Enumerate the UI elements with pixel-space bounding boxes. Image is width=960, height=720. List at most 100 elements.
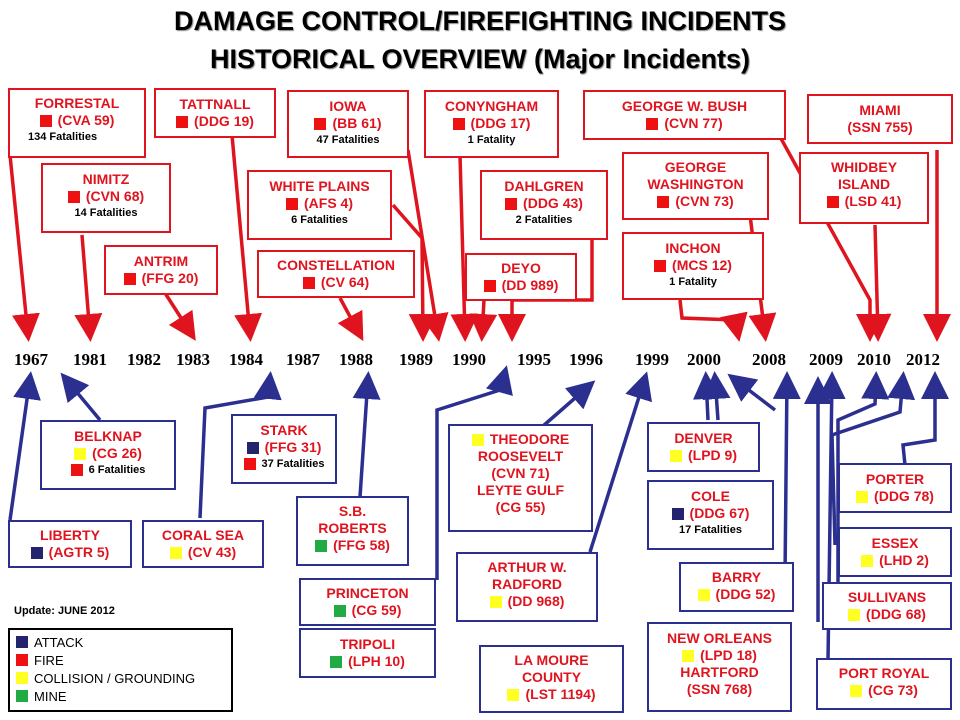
incident-code: (LST 1194) [525, 686, 596, 702]
mine-marker [333, 605, 346, 618]
fire-marker [314, 118, 327, 131]
incident-line: (CVN 71) [491, 465, 550, 481]
incident-code: (CV 43) [187, 544, 237, 560]
incident-la-moure-county: LA MOURE COUNTY (LST 1194) [479, 645, 624, 713]
incident-miami: MIAMI (SSN 755) [807, 94, 953, 144]
fire-marker [286, 198, 298, 211]
incident-code: (DDG 17) [470, 115, 531, 131]
fire-marker [657, 196, 670, 209]
fire-marker [646, 118, 659, 131]
incident-arthur-w-radford: ARTHUR W. RADFORD (DD 968) [456, 552, 598, 622]
incident-code: (LPD 9) [688, 447, 737, 463]
collision-swatch [16, 672, 28, 684]
incident-line: THEODORE [489, 431, 570, 447]
attack-marker [30, 547, 43, 560]
year-label: 1967 [14, 350, 48, 369]
incident-code: (AFS 4) [304, 195, 353, 211]
year-label: 1990 [452, 350, 486, 369]
incident-code: (DDG 43) [523, 195, 583, 211]
incident-line: (SSN 768) [686, 681, 753, 697]
collision-marker [670, 450, 682, 463]
incident-theodore-roosevelt-leyte-gulf: THEODORE ROOSEVELT (CVN 71) LEYTE GULF (… [448, 424, 593, 532]
incident-name: INCHON [665, 240, 721, 256]
attack-marker [246, 442, 259, 455]
fatality-count: 47 Fatalities [316, 134, 380, 146]
legend-label: COLLISION / GROUNDING [34, 670, 196, 686]
year-label: 2000 [687, 350, 721, 369]
year-label: 1995 [517, 350, 551, 369]
incident-name: GEORGE W. BUSH [621, 98, 748, 114]
fire-marker [176, 116, 189, 129]
fire-swatch [16, 654, 28, 666]
incident-code: (CVN 68) [85, 188, 145, 204]
incident-code: (FFG 20) [141, 270, 199, 286]
incident-code: (SSN 755) [847, 119, 913, 135]
incident-code: (CVN 77) [664, 115, 723, 131]
incident-code: (DDG 67) [689, 505, 750, 521]
title-line-1: DAMAGE CONTROL/FIREFIGHTING INCIDENTS [174, 6, 786, 36]
incident-george-washington: GEORGE WASHINGTON (CVN 73) [622, 152, 769, 220]
fatality-count: 1 Fatality [467, 134, 516, 146]
incident-iowa: IOWA (BB 61) 47 Fatalities [287, 90, 409, 158]
incident-name: FORRESTAL [34, 95, 120, 111]
incident-name: BARRY [711, 569, 762, 585]
mine-marker [330, 656, 343, 669]
legend-item-fire: FIRE [16, 651, 225, 669]
incident-code: (MCS 12) [672, 257, 732, 273]
incident-tattnall: TATTNALL (DDG 19) [154, 88, 276, 138]
incident-nimitz: NIMITZ (CVN 68) 14 Fatalities [41, 163, 171, 233]
legend-label: ATTACK [34, 634, 84, 650]
incident-conyngham: CONYNGHAM (DDG 17) 1 Fatality [424, 90, 559, 158]
incident-belknap: BELKNAP (CG 26) 6 Fatalities [40, 420, 176, 490]
fire-marker [67, 191, 80, 204]
incident-code: (CVA 59) [57, 112, 115, 128]
incident-princeton: PRINCETON (CG 59) [299, 578, 436, 626]
collision-marker [848, 609, 861, 622]
incident-name: TATTNALL [179, 96, 251, 112]
incident-name: DEYO [501, 260, 541, 276]
incident-name: ESSEX [871, 535, 919, 551]
incident-code: (DDG 52) [715, 586, 776, 602]
incident-name: BELKNAP [74, 428, 142, 444]
incident-essex: ESSEX (LHD 2) [838, 527, 952, 577]
incident-line: (LPD 18) [700, 647, 757, 663]
incident-code: (LPH 10) [348, 653, 405, 669]
incident-code: (BB 61) [332, 115, 382, 131]
legend: ATTACK FIRE COLLISION / GROUNDING MINE [8, 628, 233, 712]
fatality-count: 6 Fatalities [291, 214, 348, 226]
update-note: Update: JUNE 2012 [14, 605, 115, 617]
legend-item-collision: COLLISION / GROUNDING [16, 669, 225, 687]
collision-marker [697, 589, 710, 602]
fire-marker [70, 464, 83, 477]
incident-name-1: ARTHUR W. [487, 559, 567, 575]
incident-dahlgren: DAHLGREN (DDG 43) 2 Fatalities [480, 170, 608, 240]
fatality-count: 17 Fatalities [679, 524, 742, 536]
year-label: 1984 [229, 350, 263, 369]
incident-name: LIBERTY [40, 527, 100, 543]
incident-cole: COLE (DDG 67) 17 Fatalities [647, 480, 774, 550]
incident-barry: BARRY (DDG 52) [679, 562, 794, 612]
fatality-count: 6 Fatalities [88, 464, 146, 476]
incident-name: DAHLGREN [504, 178, 584, 194]
incident-name-1: S.B. [338, 503, 367, 519]
incident-code: (DDG 68) [866, 606, 926, 622]
fire-marker [826, 196, 839, 209]
fire-marker [243, 458, 256, 471]
legend-item-mine: MINE [16, 687, 225, 705]
fatality-count: 2 Fatalities [515, 214, 573, 226]
legend-item-attack: ATTACK [16, 633, 225, 651]
collision-marker [169, 547, 182, 560]
incident-code: (LHD 2) [879, 552, 929, 568]
incident-name: PRINCETON [326, 585, 409, 601]
collision-marker [850, 685, 863, 698]
incident-port-royal: PORT ROYAL (CG 73) [816, 658, 952, 710]
incident-code: (FFG 31) [264, 439, 322, 455]
incident-code: (CG 73) [868, 682, 918, 698]
incident-name: MIAMI [859, 102, 901, 118]
incident-liberty: LIBERTY (AGTR 5) [8, 520, 132, 568]
collision-marker [856, 491, 869, 504]
collision-marker [489, 596, 502, 609]
incident-code: (DD 968) [507, 593, 565, 609]
incident-name: NIMITZ [82, 171, 130, 187]
incident-name-2: RADFORD [492, 576, 562, 592]
